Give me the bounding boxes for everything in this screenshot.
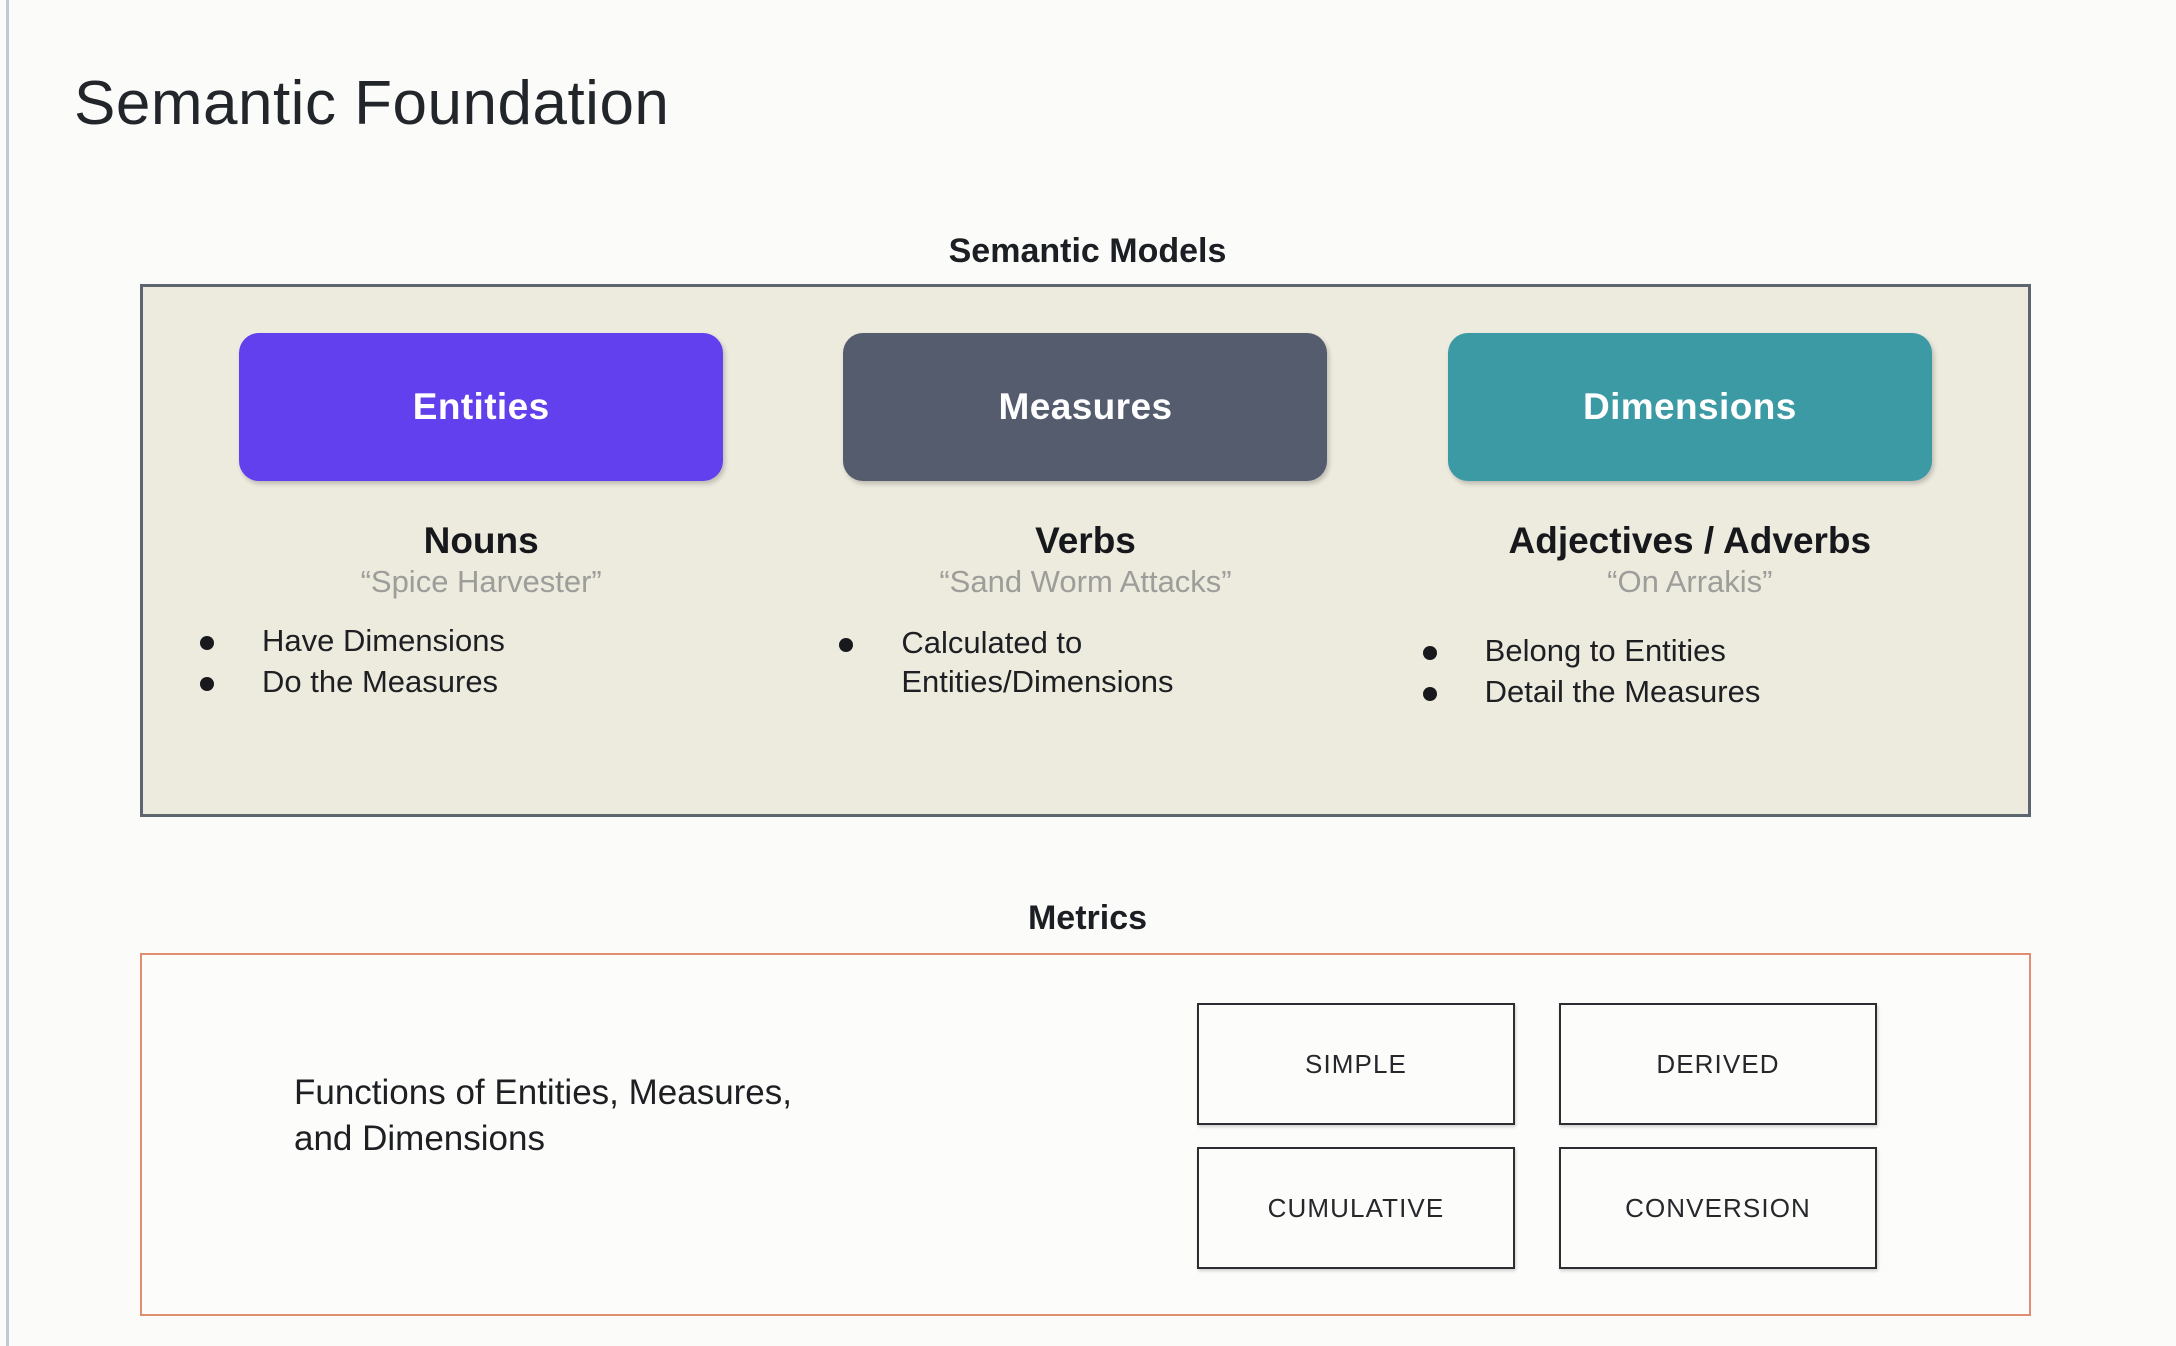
semantic-column-measures: Measures Verbs “Sand Worm Attacks” Calcu…	[783, 333, 1387, 814]
page-title: Semantic Foundation	[74, 69, 670, 138]
bullet-dot-icon	[1422, 646, 1437, 661]
measures-bullet-list: Calculated to Entities/Dimensions	[727, 624, 1443, 703]
list-item: Belong to Entities	[1422, 632, 1726, 670]
metric-type-derived[interactable]: DERIVED	[1559, 1003, 1877, 1125]
list-item: Detail the Measures	[1422, 673, 1761, 711]
dimensions-card-label: Dimensions	[1582, 386, 1797, 427]
semantic-models-panel: Entities Nouns “Spice Harvester” Have Di…	[140, 284, 2031, 817]
entities-part-of-speech: Nouns	[423, 520, 539, 561]
semantic-models-columns: Entities Nouns “Spice Harvester” Have Di…	[143, 287, 2028, 814]
list-item-label: Belong to Entities	[1484, 633, 1726, 669]
list-item-label: Calculated to Entities/Dimensions	[901, 625, 1174, 699]
entities-example-quote: “Spice Harvester”	[360, 564, 602, 600]
metrics-description: Functions of Entities, Measures, and Dim…	[294, 1073, 792, 1159]
metric-type-label: DERIVED	[1656, 1048, 1780, 1079]
measures-example-quote: “Sand Worm Attacks”	[939, 564, 1232, 600]
metric-type-label: SIMPLE	[1305, 1048, 1407, 1079]
list-item-label: Detail the Measures	[1484, 673, 1761, 709]
dimensions-part-of-speech: Adjectives / Adverbs	[1508, 520, 1872, 561]
metric-type-label: CONVERSION	[1625, 1192, 1811, 1223]
dimensions-card[interactable]: Dimensions	[1447, 333, 1932, 481]
entities-card-label: Entities	[412, 386, 550, 427]
bullet-dot-icon	[200, 636, 214, 651]
metric-type-grid: SIMPLE DERIVED CUMULATIVE CONVERSION	[1197, 1003, 1897, 1269]
metric-type-cumulative[interactable]: CUMULATIVE	[1197, 1147, 1515, 1269]
bullet-dot-icon	[839, 638, 854, 653]
metrics-panel: Functions of Entities, Measures, and Dim…	[140, 953, 2031, 1316]
dimensions-example-quote: “On Arrakis”	[1607, 564, 1773, 600]
entities-card[interactable]: Entities	[239, 333, 724, 481]
metrics-heading: Metrics	[1027, 899, 1148, 937]
measures-card[interactable]: Measures	[843, 333, 1328, 481]
list-item: Do the Measures	[200, 663, 498, 701]
metric-type-conversion[interactable]: CONVERSION	[1559, 1147, 1877, 1269]
slide-frame-left-edge	[6, 0, 9, 1346]
list-item: Have Dimensions	[200, 622, 505, 660]
semantic-column-entities: Entities Nouns “Spice Harvester” Have Di…	[179, 333, 783, 814]
list-item-label: Do the Measures	[262, 663, 499, 699]
semantic-column-dimensions: Dimensions Adjectives / Adverbs “On Arra…	[1388, 333, 1992, 814]
entities-bullet-list: Have Dimensions Do the Measures	[158, 622, 804, 703]
list-item: Calculated to Entities/Dimensions	[839, 624, 1174, 701]
measures-card-label: Measures	[998, 386, 1173, 427]
list-item-label: Have Dimensions	[262, 623, 505, 659]
measures-part-of-speech: Verbs	[1035, 520, 1136, 561]
dimensions-bullet-list: Belong to Entities Detail the Measures	[1353, 632, 2027, 713]
metric-type-simple[interactable]: SIMPLE	[1197, 1003, 1515, 1125]
metric-type-label: CUMULATIVE	[1267, 1192, 1445, 1223]
semantic-models-heading: Semantic Models	[948, 232, 1227, 270]
bullet-dot-icon	[200, 676, 214, 691]
bullet-dot-icon	[1422, 686, 1437, 701]
